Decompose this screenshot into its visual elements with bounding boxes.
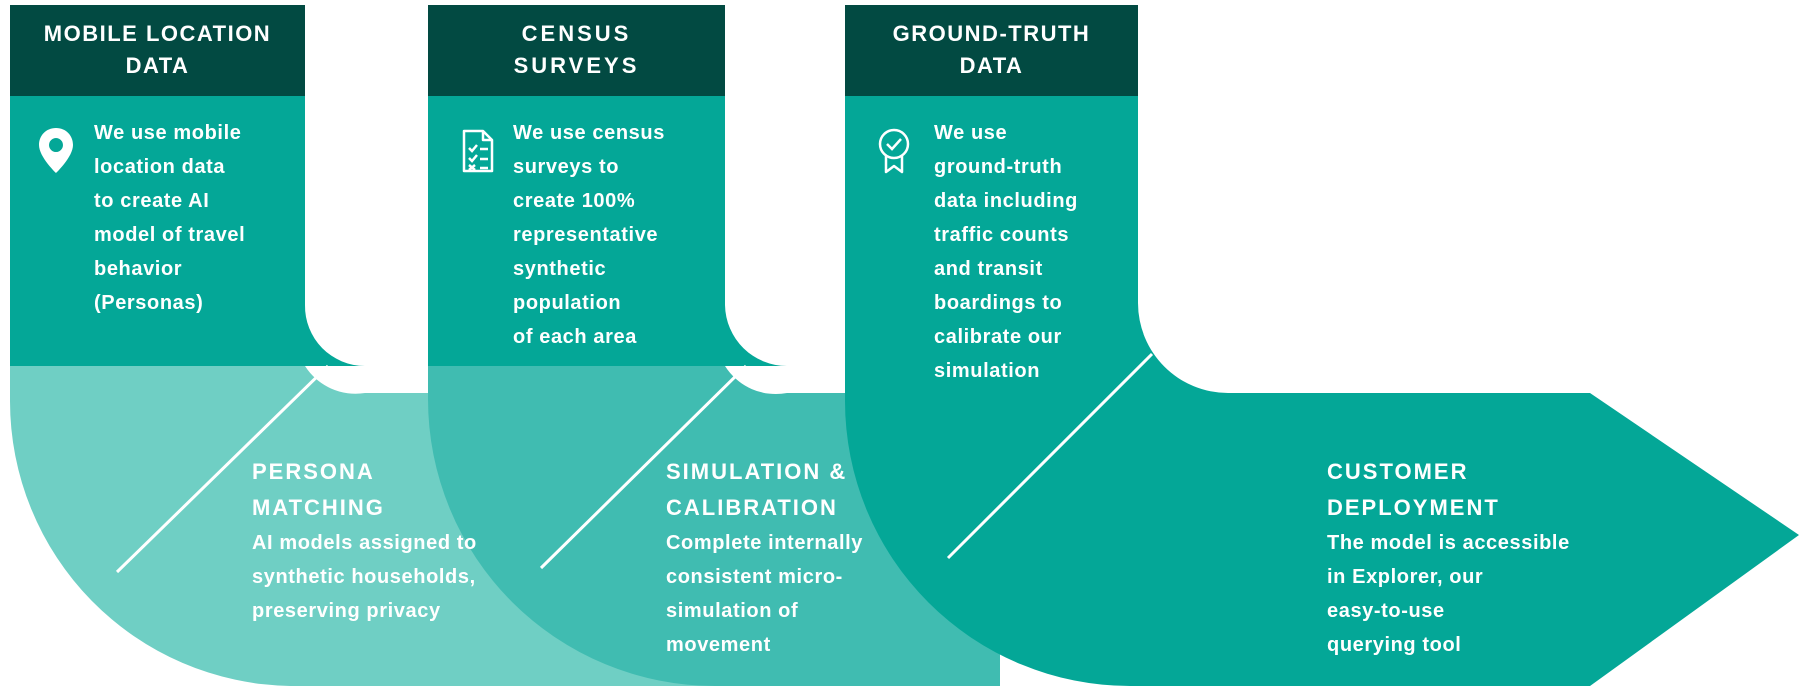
location-pin-icon bbox=[39, 128, 73, 173]
deployment-separator-line bbox=[946, 352, 1154, 560]
customer-deployment-arrow bbox=[845, 96, 1799, 686]
certified-badge-icon bbox=[878, 128, 910, 174]
mobile-location-header-box bbox=[10, 5, 305, 96]
persona-separator-line bbox=[115, 364, 330, 574]
census-panel bbox=[428, 96, 725, 366]
census-panel-corner bbox=[725, 305, 787, 366]
mobile-location-panel bbox=[10, 96, 305, 366]
simulation-separator-line bbox=[539, 364, 748, 570]
simulation-calibration-title: SIMULATION &CALIBRATION bbox=[666, 459, 848, 520]
census-header-box bbox=[428, 5, 725, 96]
mobile-location-panel-corner bbox=[304, 305, 365, 366]
ground-truth-header-box bbox=[845, 5, 1138, 96]
survey-document-icon bbox=[462, 129, 494, 173]
simulation-calibration-stage: SIMULATION &CALIBRATION Complete interna… bbox=[666, 454, 863, 662]
